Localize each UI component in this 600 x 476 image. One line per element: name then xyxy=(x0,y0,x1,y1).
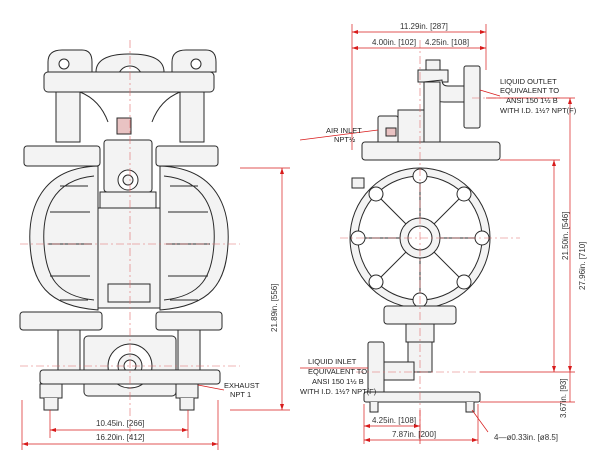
left-chamber xyxy=(29,165,99,311)
right-lower-flange xyxy=(155,311,223,331)
air-inlet-size-label: NPT½ xyxy=(334,135,356,144)
side-view xyxy=(349,59,501,413)
feet xyxy=(39,383,199,411)
side-base xyxy=(363,391,481,403)
left-upper-flange xyxy=(23,145,101,167)
air-valve xyxy=(99,117,157,209)
front-width-overall-label: 16.20in. [412] xyxy=(96,433,144,442)
front-width-feet-label: 10.45in. [266] xyxy=(96,419,144,428)
side-height-body-label: 21.50in. [546] xyxy=(561,212,570,260)
liquid-inlet-equiv: EQUIVALENT TO xyxy=(308,367,367,376)
liquid-outlet-equiv: EQUIVALENT TO xyxy=(500,86,559,95)
right-chamber xyxy=(159,165,229,311)
side-bottom-left-label: 4.25in. [108] xyxy=(372,416,416,425)
side-height-inlet-label: 3.67in. [93] xyxy=(559,378,568,418)
side-upper-flange xyxy=(361,141,501,161)
muffler xyxy=(107,283,151,303)
liquid-inlet-ansi: ANSI 150 1½ B xyxy=(312,377,364,386)
front-dimensions xyxy=(21,167,290,450)
front-centerlines xyxy=(20,40,240,440)
side-top-left-label: 4.00in. [102] xyxy=(372,38,416,47)
side-top-right-label: 4.25in. [108] xyxy=(425,38,469,47)
air-inlet-label: AIR INLET xyxy=(326,126,362,135)
liquid-outlet-id: WITH I.D. 1½? NPT(F) xyxy=(500,106,577,115)
side-dimensions xyxy=(299,24,575,444)
liquid-outlet-label: LIQUID OUTLET xyxy=(500,77,557,86)
right-upper-flange xyxy=(155,145,219,167)
side-holes-label: 4—ø0.33in. [ø8.5] xyxy=(494,433,558,442)
lower-manifold xyxy=(39,329,221,397)
side-bottom-overall-label: 7.87in. [200] xyxy=(392,430,436,439)
liquid-inlet-label: LIQUID INLET xyxy=(308,357,357,366)
front-height-label: 21.89in. [556] xyxy=(270,284,279,332)
liquid-inlet-id: WITH I.D. 1½? NPT(F) xyxy=(300,387,377,396)
outlet-flange xyxy=(463,65,481,129)
side-top-overall-label: 11.29in. [287] xyxy=(400,22,448,31)
front-view xyxy=(19,49,229,411)
outlet-elbow xyxy=(417,59,481,153)
liquid-outlet-ansi: ANSI 150 1½ B xyxy=(506,96,558,105)
exhaust-size-label: NPT 1 xyxy=(230,390,251,399)
side-port xyxy=(351,177,365,189)
front-arrowheads xyxy=(22,168,284,446)
side-height-outlet-label: 27.96in. [710] xyxy=(578,242,587,290)
left-lower-flange xyxy=(19,311,103,331)
side-bolts xyxy=(350,168,490,308)
top-manifold xyxy=(43,49,217,143)
exhaust-label: EXHAUST xyxy=(224,381,260,390)
side-arrowheads xyxy=(352,30,572,442)
